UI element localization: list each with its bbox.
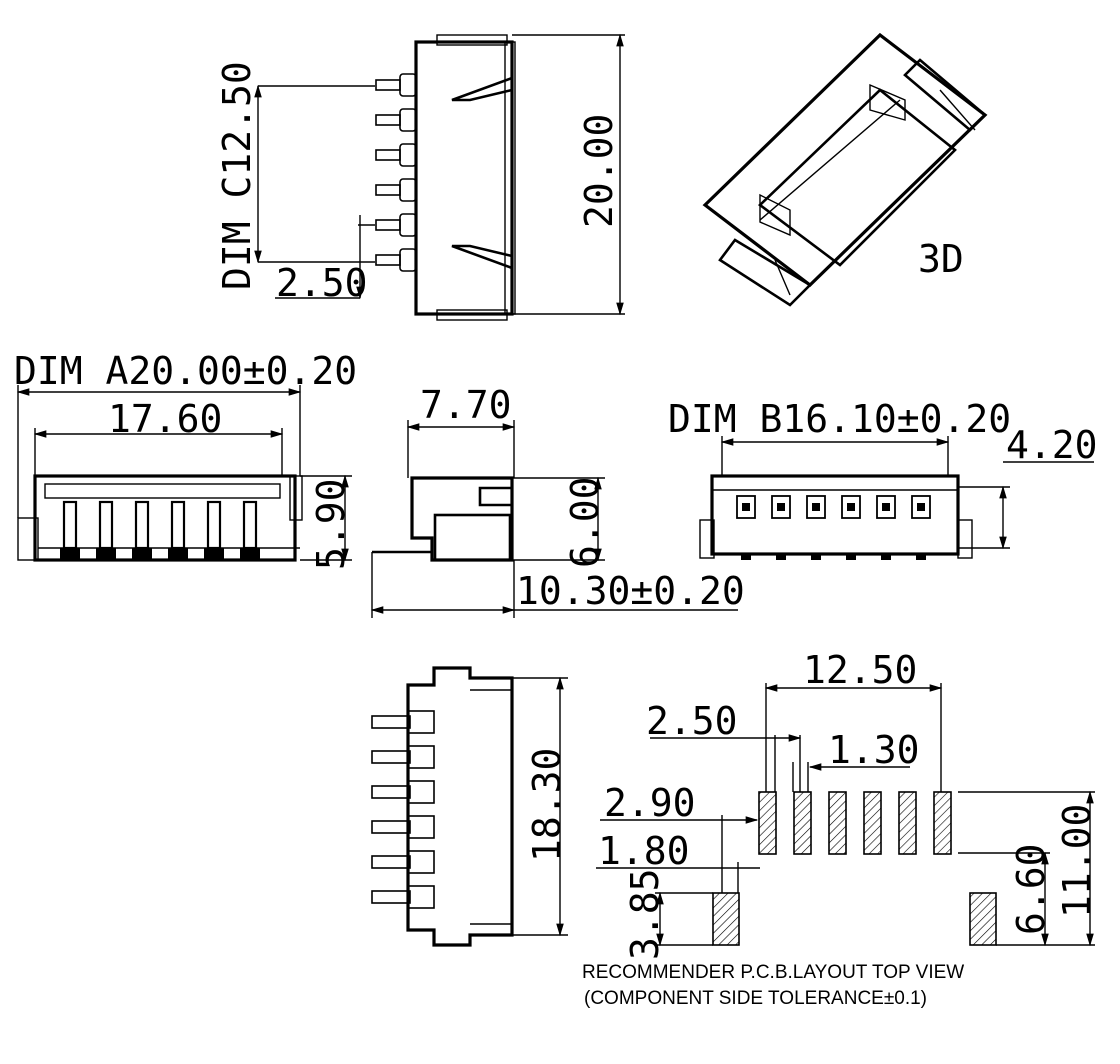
front-pin — [170, 500, 186, 550]
front-pin — [98, 500, 114, 550]
pcb-pad-width-label: 1.30 — [828, 728, 920, 772]
bottom-pin-housing — [407, 745, 435, 769]
top-pin — [375, 219, 401, 231]
pitch-label: 2.50 — [276, 261, 368, 305]
height-bottom-label: 18.30 — [525, 748, 569, 862]
dim-a-label: DIM A20.00±0.20 — [14, 349, 357, 393]
dim-c-label: DIM C12.50 — [215, 61, 259, 290]
pcb-tab-right — [969, 892, 997, 946]
pcb-note-line2: (COMPONENT SIDE TOLERANCE±0.1) — [584, 988, 927, 1009]
rear-pin — [806, 495, 826, 519]
pcb-layout: 12.50 2.50 1.30 2.90 1.80 3.85 6.60 11.0… — [582, 648, 1099, 1009]
height-side-label: 6.00 — [563, 476, 607, 568]
rear-pin — [736, 495, 756, 519]
rear-pin-foot — [881, 554, 891, 560]
front-view-pins — [60, 500, 260, 560]
pcb-pad — [828, 791, 847, 855]
bottom-pin — [371, 750, 411, 764]
top-pin — [375, 79, 401, 91]
front-pin — [134, 500, 150, 550]
pcb-pad-length-label: 2.90 — [604, 781, 696, 825]
bottom-pin — [371, 890, 411, 904]
rear-pin-foot — [811, 554, 821, 560]
height-rear-label: 4.20 — [1006, 423, 1098, 467]
front-pin-foot — [240, 548, 260, 560]
pcb-pads — [758, 791, 952, 855]
iso-view: 3D — [702, 32, 988, 307]
bottom-pin-housing — [407, 885, 435, 909]
rear-pin-foot — [916, 554, 926, 560]
rear-pin-contact — [882, 503, 890, 511]
pcb-tab-left — [712, 892, 740, 946]
pcb-tab-offset-label: 6.60 — [1009, 843, 1053, 935]
height-total-label: 20.00 — [577, 114, 621, 228]
top-pin-housing — [399, 178, 417, 202]
front-pin-foot — [60, 548, 80, 560]
front-pin — [206, 500, 222, 550]
rear-pin — [911, 495, 931, 519]
front-pin-foot — [168, 548, 188, 560]
bottom-view-pins — [371, 710, 435, 909]
pcb-pad — [863, 791, 882, 855]
rear-pin — [841, 495, 861, 519]
front-pin-foot — [204, 548, 224, 560]
pcb-pad — [933, 791, 952, 855]
bottom-pin — [371, 820, 411, 834]
bottom-pin-housing — [407, 710, 435, 734]
rear-pin-foot — [741, 554, 751, 560]
rear-pin — [876, 495, 896, 519]
bottom-pin — [371, 855, 411, 869]
bottom-view: 18.30 — [371, 666, 569, 947]
side-view: 7.70 6.00 10.30±0.20 — [370, 383, 745, 618]
front-view: DIM A20.00±0.20 17.60 5.90 — [14, 349, 357, 570]
top-view: DIM C12.50 2.50 20.00 — [215, 33, 625, 321]
pcb-pad — [793, 791, 812, 855]
depth-total-label: 10.30±0.20 — [516, 569, 745, 613]
pcb-total-label: 11.00 — [1055, 804, 1099, 918]
top-pin-housing — [399, 108, 417, 132]
rear-view: DIM B16.10±0.20 4.20 — [668, 397, 1098, 560]
pcb-note-line1: RECOMMENDER P.C.B.LAYOUT TOP VIEW — [582, 962, 964, 983]
rear-pin-contact — [777, 503, 785, 511]
top-pin-housing — [399, 73, 417, 97]
front-pin — [62, 500, 78, 550]
top-pin — [375, 184, 401, 196]
front-pin — [242, 500, 258, 550]
bottom-pin-housing — [407, 780, 435, 804]
top-pin-housing — [399, 248, 417, 272]
front-pin-foot — [132, 548, 152, 560]
rear-pin-contact — [917, 503, 925, 511]
bottom-pin-housing — [407, 815, 435, 839]
pcb-tab-length-label: 3.85 — [623, 868, 667, 960]
dim-b-label: DIM B16.10±0.20 — [668, 397, 1011, 441]
rear-pin-contact — [812, 503, 820, 511]
top-pin — [375, 254, 401, 266]
pcb-pad — [898, 791, 917, 855]
height-front-label: 5.90 — [309, 478, 353, 570]
top-pin — [375, 149, 401, 161]
rear-pin — [771, 495, 791, 519]
depth-body-label: 7.70 — [420, 383, 512, 427]
width-body-label: 17.60 — [108, 397, 222, 441]
top-view-pins — [375, 73, 417, 272]
rear-pin-foot — [776, 554, 786, 560]
bottom-pin-housing — [407, 850, 435, 874]
label-3d: 3D — [918, 237, 964, 281]
top-pin — [375, 114, 401, 126]
bottom-pin — [371, 715, 411, 729]
pcb-pad — [758, 791, 777, 855]
top-pin-housing — [399, 143, 417, 167]
pcb-pitch-label: 2.50 — [646, 699, 738, 743]
front-pin-foot — [96, 548, 116, 560]
pcb-span-label: 12.50 — [803, 648, 917, 692]
bottom-pin — [371, 785, 411, 799]
rear-view-pins — [736, 495, 931, 560]
rear-pin-contact — [742, 503, 750, 511]
pcb-tab-width-label: 1.80 — [598, 829, 690, 873]
rear-pin-contact — [847, 503, 855, 511]
top-pin-housing — [399, 213, 417, 237]
rear-pin-foot — [846, 554, 856, 560]
